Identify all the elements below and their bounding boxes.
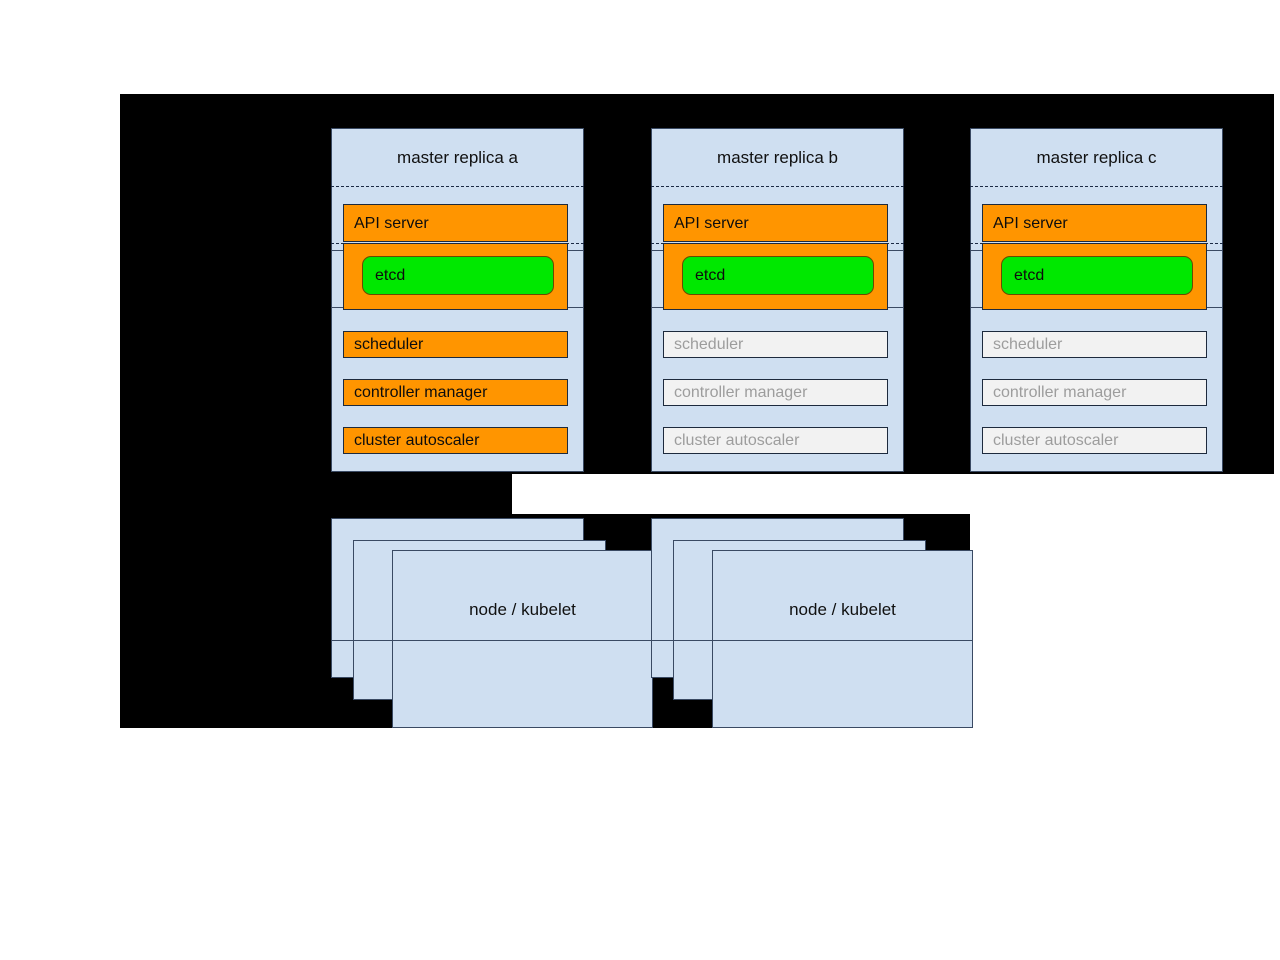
master-c-scheduler[interactable]: scheduler [982,331,1207,358]
master-b-etcd-label: etcd [695,266,726,284]
master-c-cluster-autoscaler[interactable]: cluster autoscaler [982,427,1207,454]
master-a-scheduler[interactable]: scheduler [343,331,568,358]
master-b-controller-manager[interactable]: controller manager [663,379,888,406]
master-b-scheduler-label: scheduler [674,335,744,353]
master-c-api-server-label: API server [993,215,1068,232]
rule-solid-node-1 [331,640,653,641]
master-c-cluster-autoscaler-label: cluster autoscaler [993,431,1119,449]
master-c-controller-manager-label: controller manager [993,383,1127,401]
master-b-api-server-label: API server [674,215,749,232]
master-b-controller-manager-label: controller manager [674,383,808,401]
master-a-scheduler-label: scheduler [354,335,424,353]
rule-dashed-a-top [331,186,584,187]
master-a-api-server-label: API server [354,215,429,232]
master-a-controller-manager-label: controller manager [354,383,488,401]
rule-dashed-b-top [651,186,904,187]
node-1-label: node / kubelet [469,600,576,619]
master-a-cluster-autoscaler[interactable]: cluster autoscaler [343,427,568,454]
master-c-etcd[interactable]: etcd [1001,256,1193,295]
master-replica-a-title: master replica a [397,148,518,167]
node-2-label: node / kubelet [789,600,896,619]
master-b-scheduler[interactable]: scheduler [663,331,888,358]
master-b-cluster-autoscaler-label: cluster autoscaler [674,431,800,449]
master-a-controller-manager[interactable]: controller manager [343,379,568,406]
master-a-cluster-autoscaler-label: cluster autoscaler [354,431,480,449]
master-a-etcd-label: etcd [375,266,406,284]
node-2-card-front[interactable]: node / kubelet [712,550,973,728]
master-a-etcd[interactable]: etcd [362,256,554,295]
master-b-etcd[interactable]: etcd [682,256,874,295]
master-c-scheduler-label: scheduler [993,335,1063,353]
master-a-api-server[interactable]: API server [343,204,568,242]
master-c-controller-manager[interactable]: controller manager [982,379,1207,406]
master-b-cluster-autoscaler[interactable]: cluster autoscaler [663,427,888,454]
master-b-api-server[interactable]: API server [663,204,888,242]
rule-solid-node-2 [651,640,973,641]
rule-dashed-c-top [970,186,1223,187]
master-c-api-server[interactable]: API server [982,204,1207,242]
master-replica-c-title: master replica c [1036,148,1157,167]
node-1-card-front[interactable]: node / kubelet [392,550,653,728]
master-c-etcd-label: etcd [1014,266,1045,284]
master-replica-b-title: master replica b [717,148,838,167]
